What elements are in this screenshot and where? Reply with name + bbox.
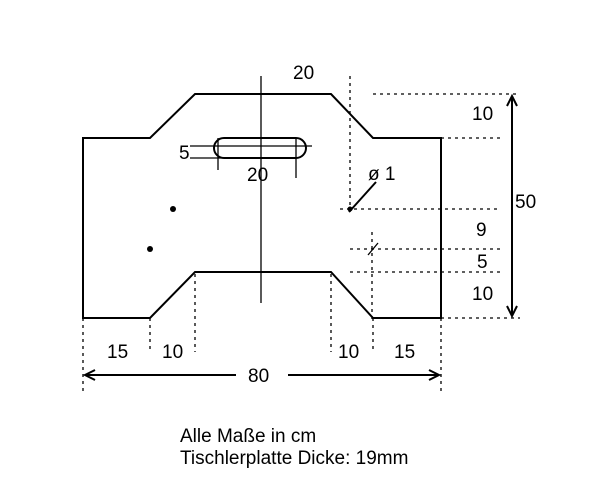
drill-dot-1 <box>170 206 176 212</box>
board-outline <box>82 93 442 319</box>
hole-leader <box>348 181 377 213</box>
dim-right-mid: 9 <box>476 220 487 241</box>
dim-slot-width: 5 <box>179 143 190 164</box>
drill-dot-2 <box>147 246 153 252</box>
slot <box>190 137 312 178</box>
note-material: Tischlerplatte Dicke: 19mm <box>180 448 408 469</box>
dim-bottom-left-inner: 10 <box>162 342 183 363</box>
dim-hole-diameter: ø 1 <box>368 164 395 185</box>
hole-center-dot <box>347 206 353 212</box>
dim-slot-length: 20 <box>247 165 268 186</box>
dim-bottom-right-outer: 15 <box>394 342 415 363</box>
dim-total-height: 50 <box>515 192 536 213</box>
dim-bottom-left-outer: 15 <box>107 342 128 363</box>
dim-right-bottom: 10 <box>472 284 493 305</box>
dim-right-five: 5 <box>477 252 488 273</box>
dim-total-width: 80 <box>248 366 269 387</box>
dim-right-top: 10 <box>472 104 493 125</box>
dim-bottom-right-inner: 10 <box>338 342 359 363</box>
note-units: Alle Maße in cm <box>180 426 316 447</box>
dim-top-width: 20 <box>293 63 314 84</box>
